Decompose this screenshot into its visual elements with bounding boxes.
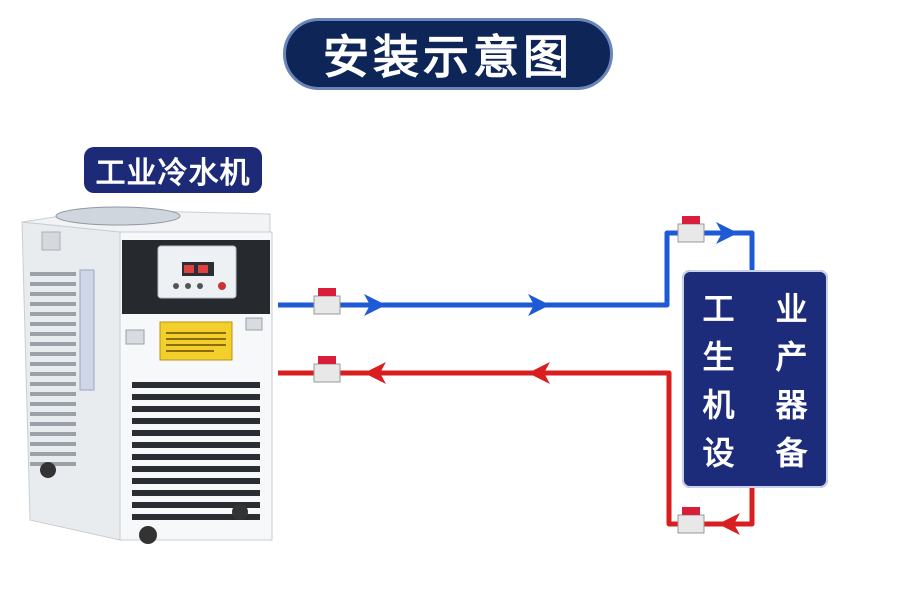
caster-wheel <box>139 526 157 544</box>
equipment-char: 产 <box>775 338 808 376</box>
return-pipe <box>278 370 755 527</box>
flow-arrow <box>528 362 550 384</box>
caster-wheel <box>40 462 56 478</box>
chiller-label-text: 工业冷水机 <box>95 156 251 191</box>
warning-label <box>159 321 233 361</box>
front-vent-grille <box>132 382 260 520</box>
flow-arrow <box>716 222 738 244</box>
flow-arrow <box>364 362 386 384</box>
flow-arrow <box>718 513 740 535</box>
diagram-title-text: 安装示意图 <box>323 30 573 84</box>
equipment-char: 设 <box>702 434 735 472</box>
front-port-right <box>245 317 263 331</box>
equipment-char: 业 <box>775 290 808 328</box>
equipment-char: 机 <box>702 386 735 424</box>
supply-pipe <box>278 230 755 308</box>
valve <box>677 507 705 534</box>
valve <box>313 288 341 315</box>
front-port-left <box>125 329 145 345</box>
flow-arrow <box>528 294 550 316</box>
diagram-title: 安装示意图 <box>283 18 613 90</box>
valve <box>677 216 705 243</box>
equipment-label: 工 业 生 产 机 器 设 备 <box>682 292 828 470</box>
equipment-char: 生 <box>702 338 735 376</box>
tank-cap <box>55 206 181 226</box>
equipment-char: 工 <box>702 290 735 328</box>
equipment-box: 工 业 生 产 机 器 设 备 <box>682 270 828 488</box>
flow-arrow <box>364 294 386 316</box>
caster-wheel <box>232 504 248 520</box>
equipment-char: 器 <box>775 386 808 424</box>
equipment-char: 备 <box>775 434 808 472</box>
chiller-label: 工业冷水机 <box>84 147 262 193</box>
side-handle <box>41 231 61 251</box>
valve <box>313 356 341 383</box>
chiller-unit <box>21 206 273 544</box>
side-vent-grille <box>30 272 76 466</box>
